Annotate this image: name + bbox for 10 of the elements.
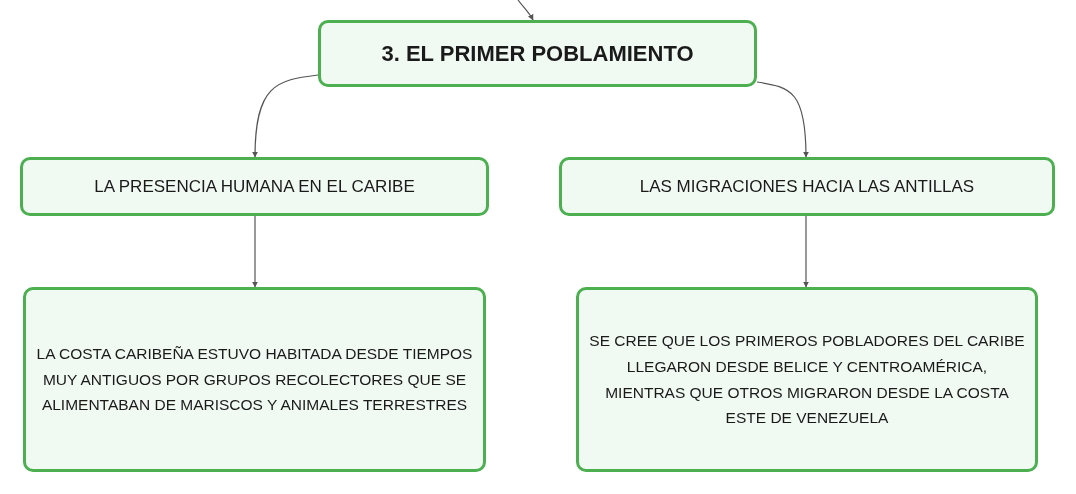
connector-arrow bbox=[517, 0, 534, 21]
topic-box: LA PRESENCIA HUMANA EN EL CARIBE bbox=[20, 157, 489, 216]
topic-box: LAS MIGRACIONES HACIA LAS ANTILLAS bbox=[559, 157, 1055, 216]
topic-box: SE CREE QUE LOS PRIMEROS POBLADORES DEL CARIBE LLEGARON DESDE BELICE Y CENTROAMÉRICA, MIENTRAS QUE OTROS MIGRARON DESDE LA COSTA ESTE DE VENEZUELA bbox=[576, 287, 1038, 472]
connector-arrow bbox=[252, 215, 258, 288]
topic-box: LA COSTA CARIBEÑA ESTUVO HABITADA DESDE TIEMPOS MUY ANTIGUOS POR GRUPOS RECOLECTORES QUE SE ALIMENTABAN DE MARISCOS Y ANIMALES TERRESTRES bbox=[23, 287, 486, 472]
connector-arrow bbox=[803, 215, 809, 288]
connector-arrow bbox=[252, 74, 319, 158]
connector-arrow bbox=[756, 81, 809, 158]
topic-box: 3. EL PRIMER POBLAMIENTO bbox=[318, 20, 757, 87]
